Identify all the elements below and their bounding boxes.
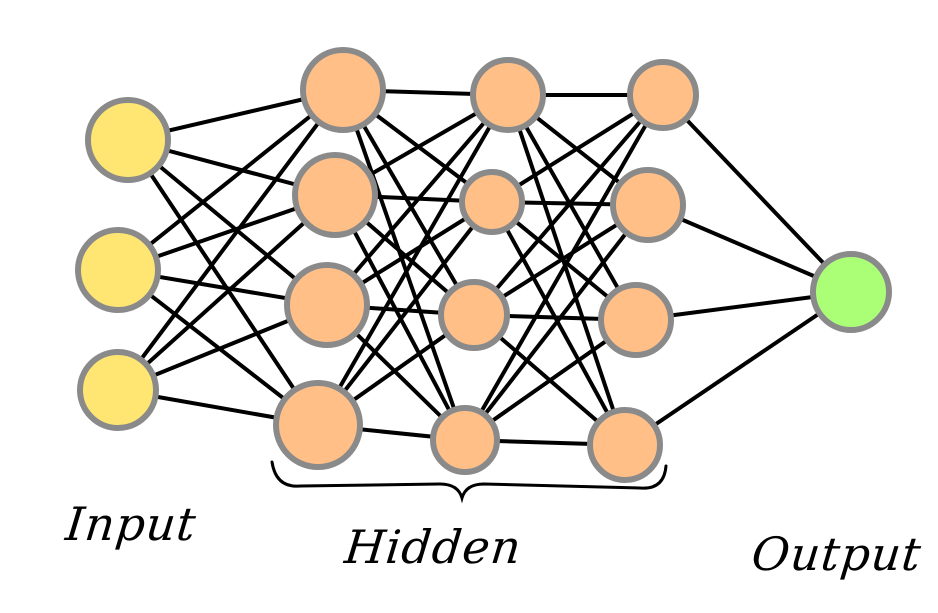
edge-hidden-1-2-to-hidden-2-0 — [325, 93, 510, 307]
edge-hidden-2-0-to-hidden-3-3 — [506, 93, 627, 447]
edge-hidden-1-0-to-hidden-2-2 — [341, 88, 476, 317]
node-hidden-2-0 — [470, 57, 546, 133]
edge-hidden-1-0-to-hidden-2-3 — [341, 88, 467, 442]
node-hidden-3-3 — [587, 407, 663, 483]
node-hidden-1-0 — [300, 47, 386, 133]
edge-hidden-3-0-to-output-0 — [661, 93, 853, 294]
node-input-2 — [77, 349, 159, 431]
edge-hidden-1-3-to-hidden-2-1 — [316, 200, 494, 427]
node-hidden-2-1 — [459, 169, 525, 235]
nodes — [75, 47, 892, 483]
output-label: Output — [749, 527, 925, 581]
edge-input-2-to-hidden-1-0 — [116, 88, 345, 392]
hidden-label: Hidden — [342, 520, 525, 574]
node-hidden-2-2 — [438, 279, 510, 351]
edge-hidden-2-3-to-hidden-3-0 — [463, 93, 665, 442]
edge-hidden-2-0-to-hidden-3-2 — [506, 93, 638, 322]
node-input-1 — [75, 227, 161, 313]
edge-hidden-3-3-to-output-0 — [623, 290, 853, 447]
edge-input-1-to-hidden-1-0 — [116, 88, 345, 272]
node-hidden-3-1 — [610, 167, 686, 243]
edge-input-0-to-hidden-1-3 — [126, 138, 320, 427]
edge-hidden-2-2-to-hidden-3-0 — [472, 93, 665, 317]
edge-hidden-2-1-to-hidden-3-3 — [490, 200, 627, 447]
node-hidden-2-3 — [430, 405, 500, 475]
edge-input-0-to-hidden-1-2 — [126, 138, 329, 307]
node-hidden-1-1 — [292, 152, 378, 238]
node-hidden-3-2 — [598, 282, 674, 358]
edge-hidden-2-3-to-hidden-3-1 — [463, 203, 650, 442]
node-hidden-1-3 — [273, 380, 363, 470]
edges — [116, 88, 853, 447]
node-output-0 — [810, 251, 892, 333]
hidden-brace — [270, 460, 668, 504]
input-label: Input — [63, 497, 200, 551]
node-hidden-3-0 — [627, 59, 699, 131]
node-input-0 — [85, 97, 171, 183]
node-hidden-1-2 — [284, 262, 370, 348]
edge-input-2-to-hidden-1-1 — [116, 193, 337, 392]
edge-hidden-1-3-to-hidden-2-0 — [316, 93, 510, 427]
